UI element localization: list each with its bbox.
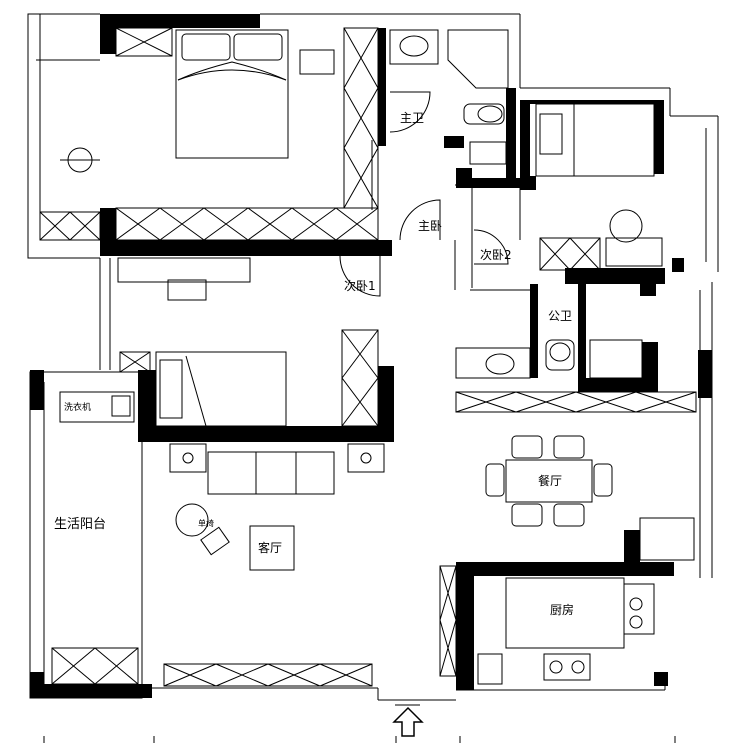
toilet-icon: [545, 339, 575, 371]
label-lounge-chair: 单椅: [198, 518, 214, 528]
room-labels: 主卫 主卧 次卧1 次卧2 公卫 餐厅 客厅 厨房 生活阳台 洗衣机 单椅: [54, 111, 574, 617]
bed-icon: [155, 351, 287, 427]
walls: [30, 14, 712, 698]
label-living: 客厅: [258, 540, 282, 555]
label-utility-balcony: 生活阳台: [54, 517, 106, 532]
sink-icon: [389, 29, 439, 65]
sofa-icon: [207, 451, 335, 495]
label-bedroom-1: 次卧1: [344, 279, 376, 293]
chair-icon: [175, 503, 209, 537]
label-master-bath: 主卫: [400, 111, 424, 125]
stove-icon: [543, 653, 591, 681]
chair-icon: [609, 209, 643, 243]
dimension-ticks: [43, 736, 676, 743]
label-master-bedroom: 主卧: [418, 219, 442, 233]
label-washing-machine: 洗衣机: [64, 401, 91, 413]
entrance-arrow-icon: [392, 706, 424, 737]
dining-table-icon: [485, 435, 613, 527]
sink-icon: [455, 347, 531, 379]
furniture: [59, 29, 695, 685]
doors: [339, 91, 509, 706]
label-dining: 餐厅: [538, 473, 562, 488]
bed-icon: [175, 29, 289, 159]
cabinets: [39, 27, 697, 687]
label-bedroom-2: 次卧2: [480, 248, 512, 262]
toilet-icon: [463, 103, 505, 125]
label-public-bath: 公卫: [548, 309, 572, 323]
bed-icon: [535, 103, 655, 177]
label-kitchen: 厨房: [550, 602, 574, 617]
